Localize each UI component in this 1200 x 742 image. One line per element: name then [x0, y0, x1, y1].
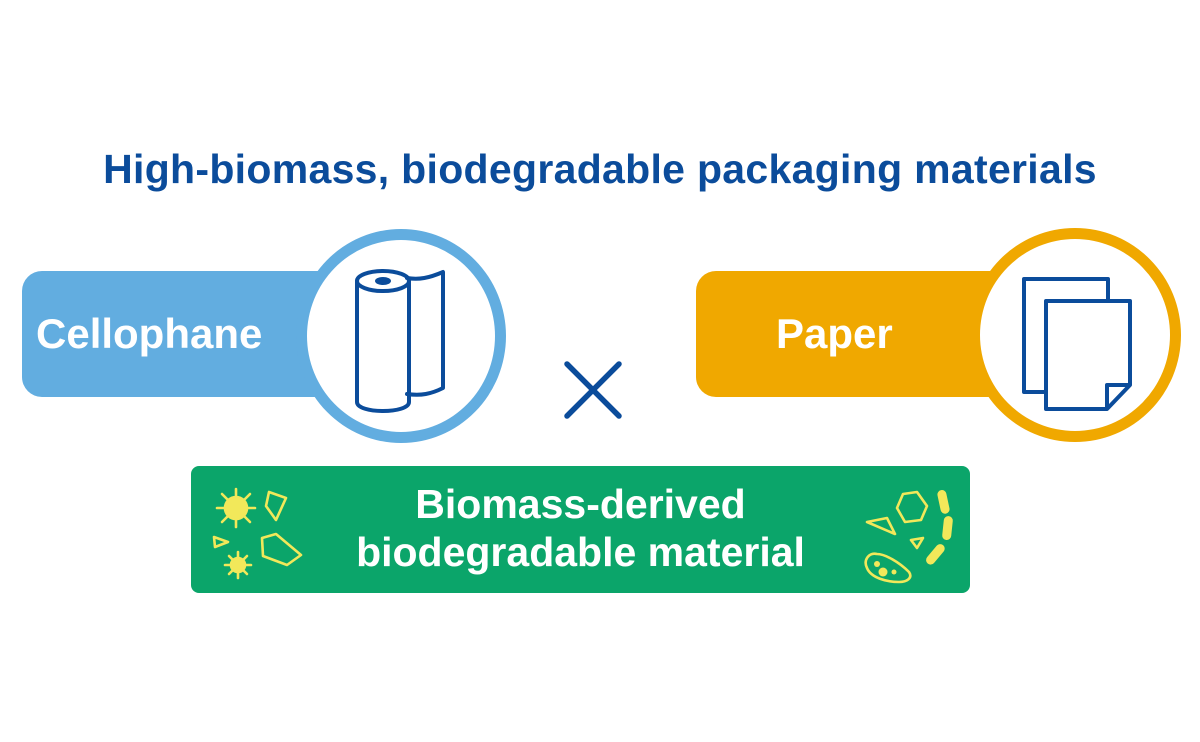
cellophane-label: Cellophane: [36, 310, 263, 357]
biomass-line-2: biodegradable material: [356, 529, 805, 575]
microbe-icon: [212, 487, 303, 580]
biomass-material-label: Biomass-derived biodegradable material: [191, 480, 970, 576]
page-title: High-biomass, biodegradable packaging ma…: [103, 146, 1097, 192]
times-icon: [564, 361, 622, 419]
paper-icon-circle: [969, 228, 1181, 442]
microbe-icon: [864, 490, 953, 584]
biomass-line-1: Biomass-derived: [415, 481, 746, 527]
film-roll-icon: [355, 269, 445, 413]
biomass-material-box: Biomass-derived biodegradable material: [191, 466, 970, 593]
paper-label: Paper: [776, 310, 893, 357]
paper-sheets-icon: [1022, 277, 1132, 411]
cellophane-icon-circle: [296, 229, 506, 443]
